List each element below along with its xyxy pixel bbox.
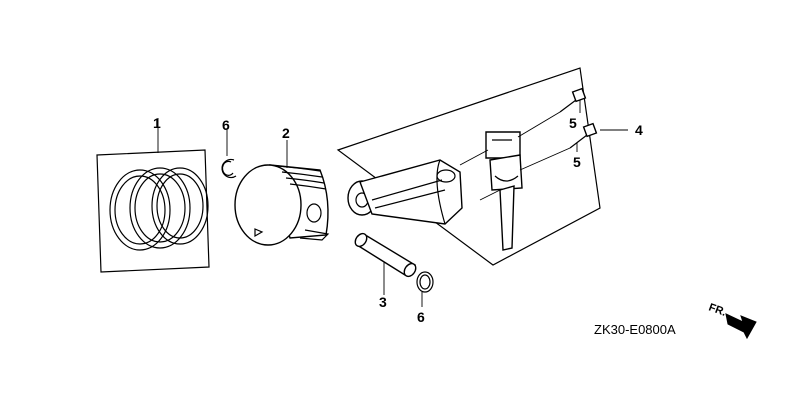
callout-1: 1 xyxy=(153,115,161,131)
callout-6-lower: 6 xyxy=(417,309,425,325)
rod-bolt-lower xyxy=(569,122,598,152)
piston-pin-clip-lower xyxy=(416,271,434,307)
callout-2: 2 xyxy=(282,125,290,141)
piston-ring-set xyxy=(96,118,210,273)
con-rod-assembly-outline xyxy=(336,67,601,266)
rod-bolt-upper xyxy=(559,87,587,113)
piston-pin xyxy=(354,232,417,295)
front-direction-arrow xyxy=(725,313,757,340)
piston xyxy=(234,140,330,246)
drawing-code: ZK30-E0800A xyxy=(594,322,676,337)
callout-4: 4 xyxy=(635,122,643,138)
direction-label: FR. xyxy=(707,302,728,319)
bolt-guide-lower xyxy=(519,147,571,171)
callout-3: 3 xyxy=(379,294,387,310)
connecting-rod xyxy=(347,159,463,225)
callout-5-upper: 5 xyxy=(569,115,577,131)
piston-pin-clip-upper xyxy=(221,130,237,179)
rod-cap xyxy=(459,131,523,251)
bolt-guide-upper xyxy=(517,111,561,138)
callout-5-lower: 5 xyxy=(573,154,581,170)
callout-6-upper: 6 xyxy=(222,117,230,133)
